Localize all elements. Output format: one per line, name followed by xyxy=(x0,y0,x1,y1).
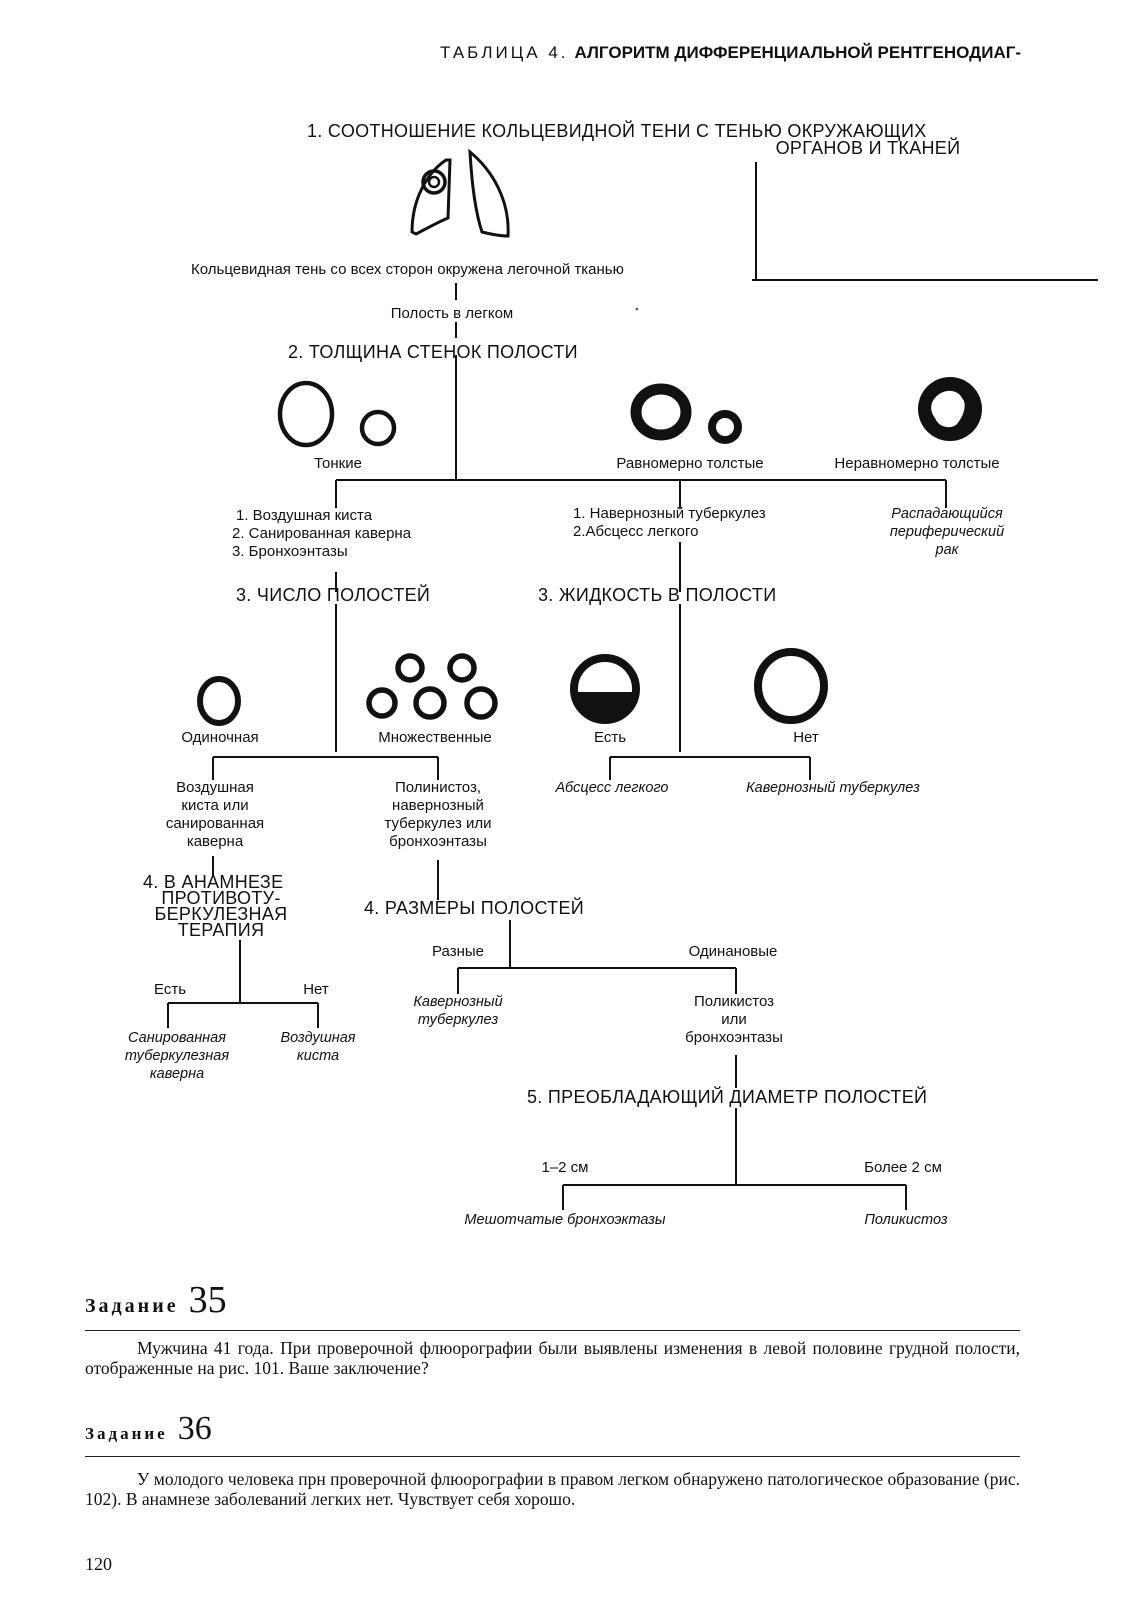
task36-number: 36 xyxy=(177,1410,212,1447)
step3-single-result: каверна xyxy=(187,833,244,850)
step3-count-heading: 3. ЧИСЛО ПОЛОСТЕЙ xyxy=(236,584,430,605)
empty-ring-icon xyxy=(754,648,828,724)
step2-heading: 2. ТОЛЩИНА СТЕНОК ПОЛОСТИ xyxy=(288,342,578,362)
connector-lines xyxy=(167,162,1098,1210)
step4-history-no-result: киста xyxy=(297,1048,339,1064)
step4-history-no-result: Воздушная xyxy=(280,1030,355,1046)
step4-history-yes-result: туберкулезная xyxy=(125,1048,229,1064)
step2-even-list-item: 1. Навернозный туберкулез xyxy=(573,505,766,522)
step1-heading-line1: 1. СООТНОШЕНИЕ КОЛЬЦЕВИДНОЙ ТЕНИ С ТЕНЬЮ… xyxy=(307,120,927,141)
step2-uneven-result: рак xyxy=(935,542,960,558)
table-number: ТАБЛИЦА 4. xyxy=(440,43,569,62)
step4-sizes-different-result: Кавернозный xyxy=(413,994,502,1010)
task35-divider xyxy=(85,1330,1020,1331)
multiple-rings-icon xyxy=(366,653,498,720)
step5-small-result: Мешотчатые бронхоэктазы xyxy=(464,1212,666,1228)
step3-fluid-yes-label: Есть xyxy=(594,729,626,746)
step3-multiple-label: Множественные xyxy=(378,729,492,746)
ring-with-fluid-level-icon xyxy=(570,654,640,724)
step4-sizes-different-label: Разные xyxy=(432,943,484,960)
step4-history-heading: 4. В АНАМНЕЗЕ xyxy=(143,872,283,892)
step4-sizes-different-result: туберкулез xyxy=(418,1012,499,1028)
step2-thin-list-item: 1. Воздушная киста xyxy=(236,507,373,524)
uneven-thick-wall-ring-icon xyxy=(918,377,982,441)
step2-thin-list-item: 3. Бронхоэнтазы xyxy=(232,543,348,560)
step4-sizes-same-result: или xyxy=(721,1011,747,1028)
task36-text: У молодого человека прн проверочной флюо… xyxy=(85,1469,1020,1509)
step3-single-label: Одиночная xyxy=(181,729,258,746)
step3-single-result: санированная xyxy=(166,815,264,832)
table-label: ТАБЛИЦА 4. АЛГОРИТМ ДИФФЕРЕНЦИАЛЬНОЙ РЕНТ… xyxy=(440,43,1021,62)
step4-history-yes-label: Есть xyxy=(154,981,186,998)
step2-uneven-label: Неравномерно толстые xyxy=(834,455,999,472)
step2-thin-list-item: 2. Санированная каверна xyxy=(232,525,412,542)
step4-sizes-same-result: бронхоэнтазы xyxy=(685,1029,783,1046)
step1-heading-line2: ОРГАНОВ И ТКАНЕЙ xyxy=(776,137,961,158)
task35-title: Задание 35 xyxy=(85,1278,227,1322)
step4-history-heading: ПРОТИВОТУ- xyxy=(161,888,280,908)
step2-thin-label: Тонкие xyxy=(314,455,362,472)
task36-divider xyxy=(85,1456,1020,1457)
step4-history-heading: ТЕРАПИЯ xyxy=(178,920,265,940)
step5-heading: 5. ПРЕОБЛАДАЮЩИЙ ДИАМЕТР ПОЛОСТЕЙ xyxy=(527,1086,927,1107)
task35-text: Мужчина 41 года. При проверочной флюорог… xyxy=(85,1338,1020,1378)
step2-uneven-result: Распадающийся xyxy=(891,506,1003,522)
step3-multiple-result: Полинистоз, xyxy=(395,779,481,796)
step3-fluid-yes-result: Абсцесс легкого xyxy=(555,780,669,796)
step4-history-heading: БЕРКУЛЕЗНАЯ xyxy=(155,904,288,924)
step1-ring-label: Кольцевидная тень со всех сторон окружен… xyxy=(191,261,624,278)
page-number: 120 xyxy=(85,1554,112,1574)
step4-history-yes-result: Санированная xyxy=(128,1030,226,1046)
lungs-with-ring-shadow-icon xyxy=(410,148,510,238)
single-ring-icon xyxy=(197,676,241,726)
step3-multiple-result: навернозный xyxy=(392,797,484,814)
step4-sizes-same-result: Поликистоз xyxy=(694,993,774,1010)
step2-uneven-result: периферический xyxy=(890,524,1004,540)
table-title: АЛГОРИТМ ДИФФЕРЕНЦИАЛЬНОЙ РЕНТГЕНОДИАГ- xyxy=(575,43,1022,62)
step2-even-list-item: 2.Абсцесс легкого xyxy=(573,523,699,540)
step3-multiple-result: бронхоэнтазы xyxy=(389,833,487,850)
thin-wall-rings-icon xyxy=(277,380,397,448)
task36-title: Задание 36 xyxy=(85,1410,212,1448)
step3-multiple-result: туберкулез или xyxy=(384,815,491,832)
step3-single-result: Воздушная xyxy=(176,779,254,796)
step4-sizes-same-label: Одинановые xyxy=(689,943,778,960)
task35-number: 35 xyxy=(188,1279,227,1321)
step4-history-no-label: Нет xyxy=(303,981,329,998)
step3-single-result: киста или xyxy=(181,797,248,814)
step5-large-label: Более 2 см xyxy=(864,1159,942,1176)
step2-even-label: Равномерно толстые xyxy=(616,455,763,472)
task35-word: Задание xyxy=(85,1295,179,1317)
step1-result: Полость в легком xyxy=(391,305,514,322)
scan-speck xyxy=(635,307,639,311)
step3-fluid-no-result: Кавернозный туберкулез xyxy=(746,780,920,796)
step4-sizes-heading: 4. РАЗМЕРЫ ПОЛОСТЕЙ xyxy=(364,897,584,918)
step3-fluid-heading: 3. ЖИДКОСТЬ В ПОЛОСТИ xyxy=(538,585,776,605)
step4-history-yes-result: каверна xyxy=(150,1066,204,1082)
step5-large-result: Поликистоз xyxy=(864,1212,947,1228)
step3-fluid-no-label: Нет xyxy=(793,729,819,746)
task36-word: Задание xyxy=(85,1424,168,1443)
step5-small-label: 1–2 см xyxy=(541,1159,588,1176)
even-thick-wall-rings-icon xyxy=(630,383,742,444)
